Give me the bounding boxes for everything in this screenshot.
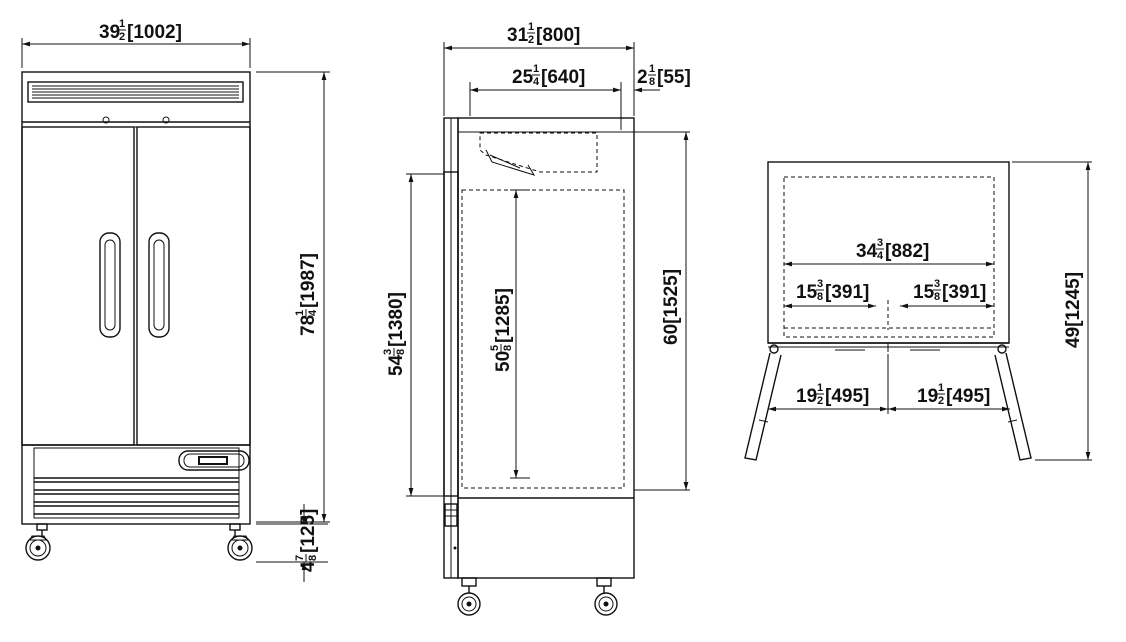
- interior-width-whole: 34: [856, 241, 878, 262]
- left-door-handle: [99, 232, 121, 338]
- total-depth-dimension: 49[1245]: [1012, 161, 1092, 461]
- left-door-width-dimension: 19 1 2 [495]: [768, 354, 889, 414]
- front-width-dimension: 39 1 2 [1002]: [21, 18, 251, 68]
- left-opening-den: 8: [817, 291, 823, 303]
- overall-depth-num: 1: [528, 21, 534, 33]
- door-height-dimension: 54 3 8 [1380]: [382, 173, 444, 497]
- interior-height-dimension: 50 5 8 [1285]: [489, 189, 530, 479]
- base-height-whole: 4: [298, 561, 319, 572]
- lock-icon: [102, 116, 110, 124]
- base-height-num: 7: [294, 555, 306, 561]
- top-view: 34 3 4 [882] 15 3 8 [391] 15 3 8 [391]: [744, 161, 1092, 461]
- interior-height-den: 8: [502, 345, 514, 351]
- right-opening-num: 3: [934, 278, 940, 290]
- left-door-den: 2: [817, 395, 823, 407]
- lock-icon: [162, 116, 170, 124]
- door-depth-whole: 2: [637, 67, 648, 88]
- door-height-num: 3: [382, 349, 394, 355]
- right-door-handle: [148, 232, 170, 338]
- cabinet-depth-mm: [640]: [541, 67, 585, 88]
- right-hinge-icon: [997, 344, 1007, 354]
- left-door-mm: [495]: [825, 386, 869, 407]
- door-depth-dimension: 2 1 8 [55]: [634, 63, 691, 93]
- overall-depth-den: 2: [528, 34, 534, 46]
- front-height-whole: 78: [298, 315, 319, 336]
- interior-height-num: 5: [489, 345, 501, 351]
- top-vent-grille: [27, 81, 244, 103]
- front-width-whole: 39: [99, 22, 120, 43]
- front-height-num: 1: [294, 310, 306, 316]
- front-height-dimension: 78 1 4 [1987]: [256, 71, 330, 523]
- interior-width-num: 3: [877, 237, 883, 249]
- door-depth-mm: [55]: [657, 67, 691, 88]
- total-depth-label: 49[1245]: [1063, 272, 1084, 348]
- cabinet-depth-dimension: 25 1 4 [640]: [469, 63, 622, 130]
- front-width-mm: [1002]: [127, 22, 182, 43]
- front-width-den: 2: [119, 31, 125, 43]
- left-door-whole: 19: [796, 386, 817, 407]
- interior-width-mm: [882]: [885, 241, 929, 262]
- left-door: [21, 126, 135, 446]
- overall-depth-mm: [800]: [536, 25, 580, 46]
- right-door-mm: [495]: [946, 386, 990, 407]
- caster-right: [227, 523, 253, 561]
- base-height-den: 8: [307, 555, 319, 561]
- left-door-num: 1: [817, 382, 823, 394]
- bottom-louvers: [34, 477, 239, 515]
- front-height-mm: [1987]: [298, 253, 319, 308]
- side-caster-front: [457, 577, 481, 616]
- interior-height-whole: 50: [493, 351, 514, 372]
- cabinet-height-label: 60[1525]: [661, 269, 682, 345]
- side-controller: [444, 503, 458, 527]
- right-opening-den: 8: [934, 291, 940, 303]
- left-opening-mm: [391]: [825, 282, 869, 303]
- left-opening-dimension: 15 3 8 [391]: [784, 278, 876, 309]
- evaporator-unit: [479, 132, 598, 173]
- right-opening-dimension: 15 3 8 [391]: [900, 278, 994, 309]
- door-height-mm: [1380]: [386, 292, 407, 347]
- right-door-den: 2: [938, 395, 944, 407]
- interior-width-den: 4: [877, 250, 884, 262]
- interior-height-mm: [1285]: [493, 288, 514, 343]
- cabinet-depth-den: 4: [533, 76, 540, 88]
- cabinet-height-dimension: 60[1525]: [600, 131, 690, 491]
- left-opening-num: 3: [817, 278, 823, 290]
- interior-width-dimension: 34 3 4 [882]: [784, 237, 994, 267]
- overall-depth-dimension: 31 1 2 [800]: [443, 21, 635, 116]
- side-view: 31 1 2 [800] 25 1 4 [640] 2 1 8 [55]: [382, 21, 691, 616]
- cabinet-depth-num: 1: [533, 63, 539, 75]
- front-width-num: 1: [119, 18, 125, 30]
- door-height-whole: 54: [386, 354, 407, 376]
- temperature-controller: [178, 450, 250, 471]
- cabinet-depth-whole: 25: [512, 67, 534, 88]
- right-door-whole: 19: [917, 386, 938, 407]
- door-height-den: 8: [395, 349, 407, 355]
- door-depth-den: 8: [649, 76, 655, 88]
- base-height-mm: [125]: [298, 509, 319, 553]
- left-hinge-icon: [769, 344, 779, 354]
- right-open-door: [994, 352, 1032, 461]
- top-interior-outline: [783, 176, 995, 338]
- grille-slats: [32, 85, 239, 99]
- right-opening-whole: 15: [913, 282, 935, 303]
- right-door-num: 1: [938, 382, 944, 394]
- base-height-dimension: 4 7 8 [125]: [256, 504, 328, 582]
- bottom-kick-panel: [33, 447, 240, 519]
- front-height-den: 4: [307, 309, 319, 316]
- side-caster-rear: [594, 577, 618, 616]
- caster-left: [25, 523, 51, 561]
- interior-outline: [461, 189, 625, 489]
- left-open-door: [744, 352, 782, 461]
- front-view: 39 1 2 [1002] 78 1 4 [1987]: [21, 18, 330, 582]
- overall-depth-whole: 31: [507, 25, 529, 46]
- door-depth-num: 1: [649, 63, 655, 75]
- right-door-width-dimension: 19 1 2 [495]: [888, 382, 1010, 412]
- right-opening-mm: [391]: [942, 282, 986, 303]
- side-cabinet-outline: [457, 117, 635, 579]
- left-opening-whole: 15: [796, 282, 818, 303]
